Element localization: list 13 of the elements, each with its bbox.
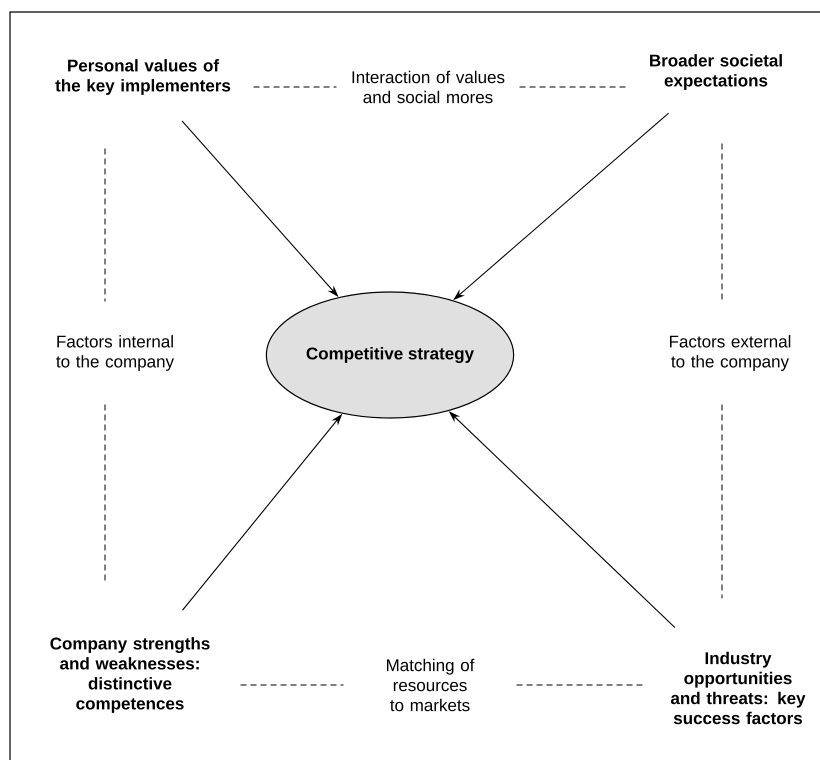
relation-label: Matching of resources to markets [386,658,474,712]
dashed-line [104,148,106,302]
dashed-line [519,86,626,88]
factor-label: Broader societal expectations [650,54,782,90]
dashed-line [253,86,337,88]
relation-label: Factors external to the company [670,335,790,371]
factor-label: Personal values of the key implementers [55,59,230,95]
factor-label: Company strengths and weaknesses: distinctive competences [50,637,210,713]
dashed-line [516,684,643,686]
relation-label: Interaction of values and social mores [352,70,504,104]
relation-label: Factors internal to the company [56,335,174,371]
dashed-line [240,684,344,686]
factor-label: Industry opportunities and threats: key success factors [670,652,806,724]
